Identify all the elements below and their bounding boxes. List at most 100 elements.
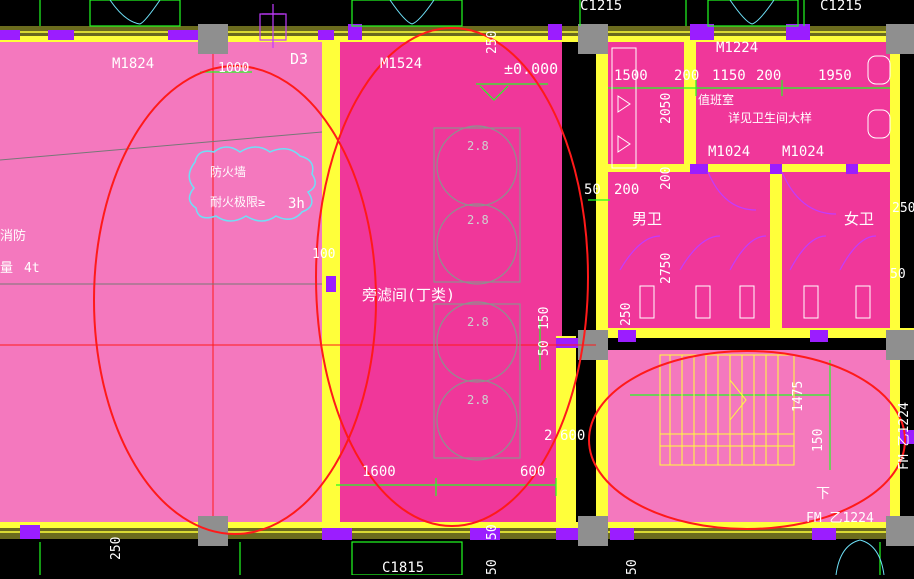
left-door-code: M1824 bbox=[112, 56, 154, 72]
stair-door-code: FM 乙1224 bbox=[806, 511, 874, 526]
stair-handrail bbox=[659, 433, 795, 447]
opening-11 bbox=[846, 164, 858, 174]
opening-15 bbox=[326, 276, 336, 292]
tank-label-3: 2.8 bbox=[467, 315, 489, 329]
left-room-fill bbox=[0, 40, 322, 525]
opening-19 bbox=[556, 528, 578, 540]
female-wc-label: 女卫 bbox=[844, 210, 874, 228]
dim-50-far-right-label: 50 bbox=[890, 267, 906, 282]
window-arc-4 bbox=[411, 0, 435, 25]
tank-4 bbox=[436, 379, 518, 461]
bottom-door-arcs bbox=[835, 539, 885, 576]
duty-room-label: 值班室 bbox=[698, 92, 734, 107]
opening-5 bbox=[348, 24, 362, 40]
opening-3 bbox=[168, 30, 198, 40]
bottom-door-arc-1 bbox=[835, 539, 861, 576]
dim-top-1950: 1950 bbox=[818, 68, 852, 84]
top-wall bbox=[0, 36, 914, 42]
dim-1000-label: 1000 bbox=[218, 61, 249, 76]
right-wall bbox=[890, 36, 900, 528]
red-ellipse-middle bbox=[315, 27, 589, 527]
detail-d3-mark bbox=[259, 4, 287, 48]
opening-13 bbox=[810, 330, 828, 342]
stair-room-fill bbox=[608, 350, 898, 525]
window-arc-1 bbox=[109, 0, 141, 25]
upper-right-fill bbox=[696, 40, 892, 165]
top-windows bbox=[39, 0, 805, 27]
tank-frame-bottom bbox=[433, 303, 521, 459]
wc-door-left-code: M1024 bbox=[708, 144, 750, 160]
left-edge-label-2: 量 bbox=[0, 261, 13, 276]
duty-room-wall bbox=[684, 36, 696, 170]
walls bbox=[0, 36, 914, 528]
opening-1 bbox=[0, 30, 20, 40]
opening-17 bbox=[322, 528, 352, 540]
dim-2750-label: 2750 bbox=[659, 253, 674, 284]
stair-outline bbox=[659, 354, 795, 466]
toilet-3 bbox=[739, 285, 755, 319]
filter-door-code: M1524 bbox=[380, 56, 422, 72]
stair-down-label: 下 bbox=[816, 486, 830, 502]
stall-swing-5 bbox=[839, 235, 877, 271]
fire-rating-hours: 3h bbox=[288, 196, 305, 212]
stall-swing-4 bbox=[789, 235, 827, 271]
wc-fixtures bbox=[611, 47, 891, 319]
dim-50-bottom-a: 50 bbox=[485, 524, 500, 540]
tank-label-2: 2.8 bbox=[467, 213, 489, 227]
dimension-lines bbox=[200, 71, 890, 496]
fire-rating-label: 耐火极限≥ bbox=[210, 195, 265, 209]
column-1 bbox=[198, 24, 228, 54]
bottom-door-arc-2 bbox=[859, 539, 885, 576]
filter-tanks bbox=[433, 125, 521, 461]
column-8 bbox=[886, 516, 914, 546]
opening-6 bbox=[548, 24, 562, 40]
fixture-urinal-2 bbox=[617, 135, 631, 153]
window-arcs bbox=[109, 0, 775, 25]
opening-12 bbox=[618, 330, 636, 342]
window-arc-3 bbox=[389, 0, 413, 25]
staircase bbox=[659, 354, 795, 466]
opening-4 bbox=[318, 30, 334, 40]
window-label-left: C1215 bbox=[580, 0, 622, 14]
toilet-2 bbox=[695, 285, 711, 319]
window-frame-3 bbox=[707, 0, 799, 27]
dim-600-stair-label: 600 bbox=[560, 428, 585, 444]
red-ellipse-left bbox=[93, 65, 377, 535]
stair-break bbox=[729, 379, 747, 421]
fire-wall-label: 防火墙 bbox=[210, 164, 246, 179]
dim-top-200b: 200 bbox=[756, 68, 781, 84]
left-edge-label-3: 4t bbox=[24, 261, 40, 276]
duty-room-fill bbox=[608, 40, 684, 170]
column-2 bbox=[578, 24, 608, 54]
opening-7 bbox=[690, 24, 714, 40]
opening-18 bbox=[470, 528, 500, 540]
dim-250-wc-label: 250 bbox=[619, 303, 634, 326]
dim-50-right-label: 50 bbox=[584, 182, 601, 198]
opening-2 bbox=[48, 30, 74, 40]
female-wc-fill bbox=[782, 170, 892, 330]
fixture-column bbox=[611, 47, 637, 169]
opening-16 bbox=[20, 525, 40, 539]
dim-200b-label: 200 bbox=[614, 182, 639, 198]
stall-swing-1 bbox=[619, 235, 661, 271]
opening-14 bbox=[556, 338, 578, 348]
fixture-sink-2 bbox=[867, 109, 891, 139]
detail-d3-label: D3 bbox=[290, 50, 308, 68]
male-wc-fill bbox=[608, 170, 772, 330]
wall-edges bbox=[0, 31, 914, 533]
side-door-code: FM 乙1224 bbox=[897, 402, 912, 470]
opening-9 bbox=[690, 164, 708, 174]
wc-top-wall bbox=[596, 164, 896, 172]
dim-2-label: 2 bbox=[544, 428, 552, 444]
wc-bottom-wall bbox=[596, 328, 914, 338]
toilet-1 bbox=[639, 285, 655, 319]
window-frame-2 bbox=[351, 0, 463, 27]
fire-wall-cloud bbox=[188, 146, 316, 222]
wall-right-of-filter bbox=[596, 36, 608, 528]
window-label-right: C1215 bbox=[820, 0, 862, 14]
dim-50-bottom-c: 50 bbox=[625, 559, 640, 575]
dim-top-200a: 200 bbox=[674, 68, 699, 84]
